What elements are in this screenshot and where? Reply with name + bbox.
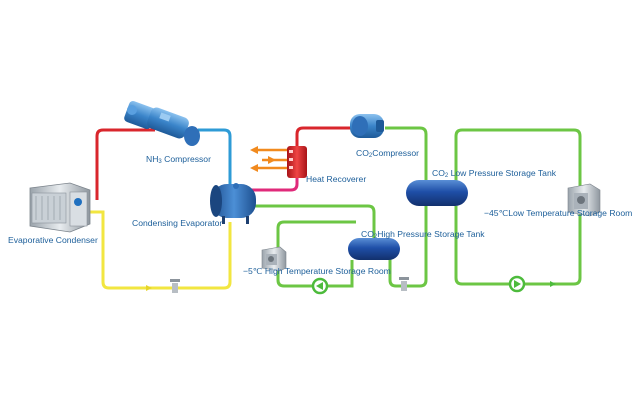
high-temp-loop-line [276, 220, 356, 288]
nh3-label-post: Compressor [161, 154, 211, 164]
nh3-hot-gas-line [95, 128, 155, 200]
heat-recoverer-label: Heat Recoverer [306, 174, 367, 184]
pump-icon [508, 275, 526, 293]
co2-compressor-label-sub: 2 [368, 153, 373, 159]
condensing-evaporator-label: Condensing Evaporator [132, 218, 223, 228]
flow-arrow-icon [146, 285, 152, 291]
pump-icon [311, 277, 329, 295]
co2-low-label-sub: 2 [444, 173, 449, 179]
co2-low-pressure-tank-label: CO2 Low Pressure Storage Tank [432, 168, 556, 181]
condensing-evaporator-icon [210, 183, 256, 224]
nh3-label-pre: NH [146, 154, 159, 164]
nh3-compressor-label: NH3 Compressor [146, 154, 211, 167]
expansion-valve-icon [399, 277, 409, 291]
high-temp-room-icon [261, 246, 287, 272]
high-to-low-tank-line [388, 204, 428, 288]
nh3-suction-line [198, 128, 232, 185]
co2-low-label-pre: CO [432, 168, 445, 178]
co2-high-pressure-tank-label: CO2High Pressure Storage Tank [361, 229, 485, 242]
co2-compressor-label: CO2Compressor [356, 148, 419, 161]
co2-high-label-sub: 2 [373, 234, 378, 240]
co2-compressor-icon [350, 114, 384, 138]
co2-high-label-post: High Pressure Storage Tank [377, 229, 485, 239]
co2-compressor-label-pre: CO [356, 148, 369, 158]
co2-low-label-post: Low Pressure Storage Tank [448, 168, 557, 178]
high-temp-room-label: −5℃ High Temperature Storage Room [243, 266, 391, 276]
evaporator-to-high-tank-line [250, 204, 376, 240]
low-temp-room-icon [567, 183, 601, 217]
low-temp-room-label: −45℃Low Temperature Storage Room [484, 208, 633, 218]
nh3-liquid-line [88, 210, 232, 290]
co2-high-pressure-tank-icon [348, 238, 400, 260]
nh3-label-sub: 3 [158, 159, 162, 165]
heat-recoverer-to-evaporator-line [252, 176, 299, 192]
co2-high-label-pre: CO [361, 229, 374, 239]
co2-hot-line [295, 126, 352, 146]
evaporative-condenser-icon [29, 182, 91, 233]
heat-output-arrows [250, 146, 288, 172]
co2-compressor-discharge-line [385, 126, 428, 180]
expansion-valve-icon [170, 279, 180, 293]
evaporative-condenser-label: Evaporative Condenser [8, 235, 98, 245]
nh3-compressor-icon [124, 101, 200, 146]
co2-low-pressure-tank-icon [406, 180, 468, 206]
low-temp-loop-line [454, 128, 582, 286]
heat-recoverer-icon [287, 146, 307, 178]
co2-compressor-label-post: Compressor [372, 148, 420, 158]
flow-arrow-icon [550, 281, 556, 287]
